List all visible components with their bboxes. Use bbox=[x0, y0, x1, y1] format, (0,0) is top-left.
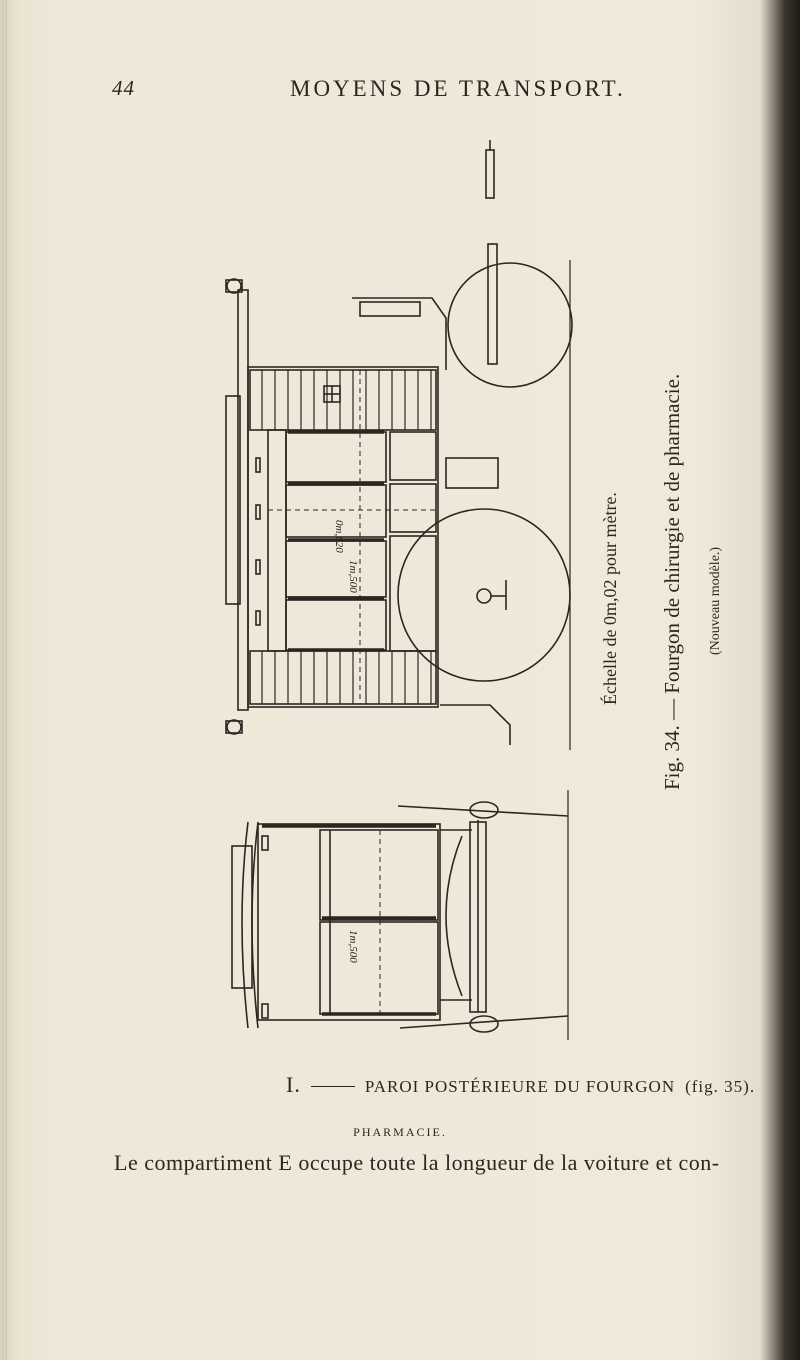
section-heading: PHARMACIE. bbox=[353, 1125, 447, 1139]
subfigure-roman: I. bbox=[286, 1072, 301, 1097]
page-gutter-edge bbox=[0, 0, 8, 1360]
dash-rule bbox=[310, 1086, 355, 1087]
subfigure-label: I. PAROI POSTÉRIEURE DU FOURGON (fig. 35… bbox=[286, 1072, 755, 1098]
figure-caption: Fig. 34. — Fourgon de chirurgie et de ph… bbox=[660, 373, 684, 790]
page-number: 44 bbox=[112, 76, 135, 100]
body-paragraph: Le compartiment E occupe toute la longue… bbox=[114, 1150, 720, 1175]
subfigure-title: PAROI POSTÉRIEURE DU FOURGON bbox=[364, 1077, 676, 1096]
dimension-label: 1m,500 bbox=[347, 560, 359, 593]
running-head: MOYENS DE TRANSPORT. bbox=[290, 76, 626, 101]
subfigure-ref: (fig. 35). bbox=[685, 1077, 756, 1096]
model-note: (Nouveau modèle.) bbox=[708, 546, 723, 655]
dimension-label: 0m,620 bbox=[333, 520, 345, 553]
scale-note: Échelle de 0m,02 pour mètre. bbox=[600, 492, 620, 705]
dimension-label: 1m,500 bbox=[347, 930, 359, 963]
